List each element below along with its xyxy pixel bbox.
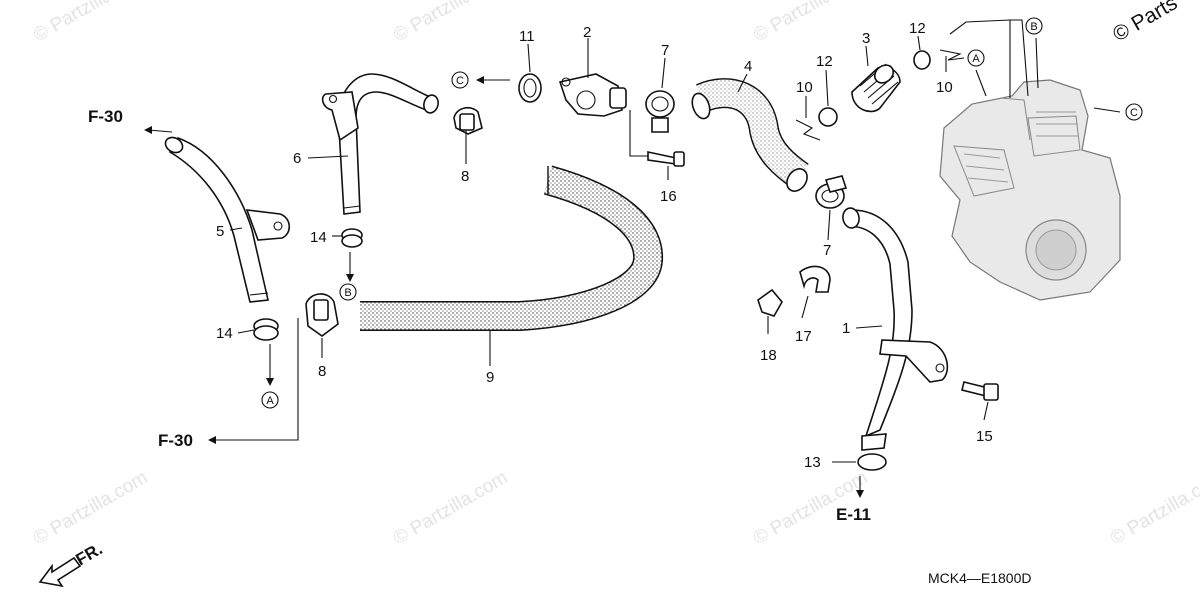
circle-ref-c-left: C (451, 71, 469, 89)
part-7-clamp-lower[interactable] (815, 175, 848, 209)
circle-ref-a-left: A (261, 391, 279, 409)
label-part-2[interactable]: 2 (583, 24, 591, 41)
label-part-14b[interactable]: 14 (216, 325, 233, 342)
part-10-clip-a[interactable] (795, 119, 821, 141)
part-8-clamp-lower[interactable] (305, 293, 339, 337)
circle-ref-c-right: C (1125, 103, 1143, 121)
part-14-grommet-upper[interactable] (341, 228, 363, 248)
label-part-3[interactable]: 3 (862, 30, 870, 47)
label-part-10a[interactable]: 10 (796, 79, 813, 96)
part-1-pipe[interactable] (841, 207, 949, 451)
label-part-15[interactable]: 15 (976, 428, 993, 445)
label-part-13[interactable]: 13 (804, 454, 821, 471)
part-4-hose[interactable] (689, 78, 811, 195)
watermark: © Partzilla.com (750, 0, 871, 46)
ref-e11[interactable]: E-11 (836, 505, 871, 524)
svg-text:A: A (972, 53, 980, 65)
part-14-grommet-lower[interactable] (253, 318, 279, 341)
label-part-8b[interactable]: 8 (318, 363, 326, 380)
label-part-18[interactable]: 18 (760, 347, 777, 364)
part-17-clip[interactable] (799, 265, 831, 293)
circle-ref-b-right: B (1025, 17, 1043, 35)
svg-text:C: C (1130, 107, 1138, 119)
label-part-10b[interactable]: 10 (936, 79, 953, 96)
label-part-16[interactable]: 16 (660, 188, 677, 205)
circle-ref-b-left: B (339, 283, 357, 301)
part-2-housing[interactable] (558, 73, 627, 117)
label-part-6[interactable]: 6 (293, 150, 301, 167)
ref-f30-top[interactable]: F-30 (88, 107, 123, 126)
part-15-bolt[interactable] (961, 381, 999, 401)
leader-lines (144, 19, 1121, 498)
label-part-11[interactable]: 11 (519, 28, 535, 45)
label-part-17[interactable]: 17 (795, 328, 812, 345)
label-part-14a[interactable]: 14 (310, 229, 327, 246)
part-number-labels: 1 2 3 4 5 6 7 7 8 8 9 10 10 11 12 12 13 … (216, 20, 993, 471)
label-part-7a[interactable]: 7 (661, 42, 669, 59)
svg-text:B: B (344, 287, 351, 299)
label-part-4[interactable]: 4 (744, 58, 752, 75)
svg-text:A: A (266, 395, 274, 407)
svg-text:B: B (1030, 21, 1037, 33)
watermark: © Partzilla.com (30, 467, 151, 549)
part-12-o-ring-b[interactable] (913, 50, 931, 70)
watermark: © Partzilla.com (1107, 467, 1200, 549)
part-13-o-ring[interactable] (857, 453, 887, 471)
copyright-corner: © Parts (1109, 0, 1181, 46)
svg-text:C: C (456, 75, 464, 87)
label-part-5[interactable]: 5 (216, 223, 224, 240)
label-part-1[interactable]: 1 (842, 320, 850, 337)
part-12-o-ring-a[interactable] (818, 107, 838, 127)
watermark: © Partzilla.com (30, 0, 151, 46)
label-part-9[interactable]: 9 (486, 369, 494, 386)
circle-ref-a-right: A (967, 49, 985, 67)
diagram-code: MCK4—E1800D (928, 570, 1032, 586)
part-9-hose[interactable] (360, 165, 664, 331)
label-part-8a[interactable]: 8 (461, 168, 469, 185)
part-6-pipe[interactable] (321, 73, 440, 215)
watermark: © Partzilla.com (390, 0, 511, 46)
engine-illustration (939, 79, 1121, 301)
part-11-o-ring[interactable] (518, 73, 542, 103)
part-7-clamp-upper[interactable] (645, 90, 675, 133)
part-10-clip-b[interactable] (939, 49, 965, 61)
part-3-sleeve[interactable] (851, 61, 901, 113)
part-8-clamp-upper[interactable] (453, 106, 483, 135)
label-part-12b[interactable]: 12 (909, 20, 926, 37)
front-direction-indicator: FR. (38, 539, 106, 588)
part-5-pipe[interactable] (163, 134, 291, 303)
part-16-bolt[interactable] (647, 151, 685, 167)
part-18-clip[interactable] (757, 288, 783, 317)
ref-f30-bottom[interactable]: F-30 (158, 431, 193, 450)
front-arrow-icon (38, 556, 82, 588)
label-part-12a[interactable]: 12 (816, 53, 833, 70)
watermark: © Partzilla.com (390, 467, 511, 549)
label-part-7b[interactable]: 7 (823, 242, 831, 259)
